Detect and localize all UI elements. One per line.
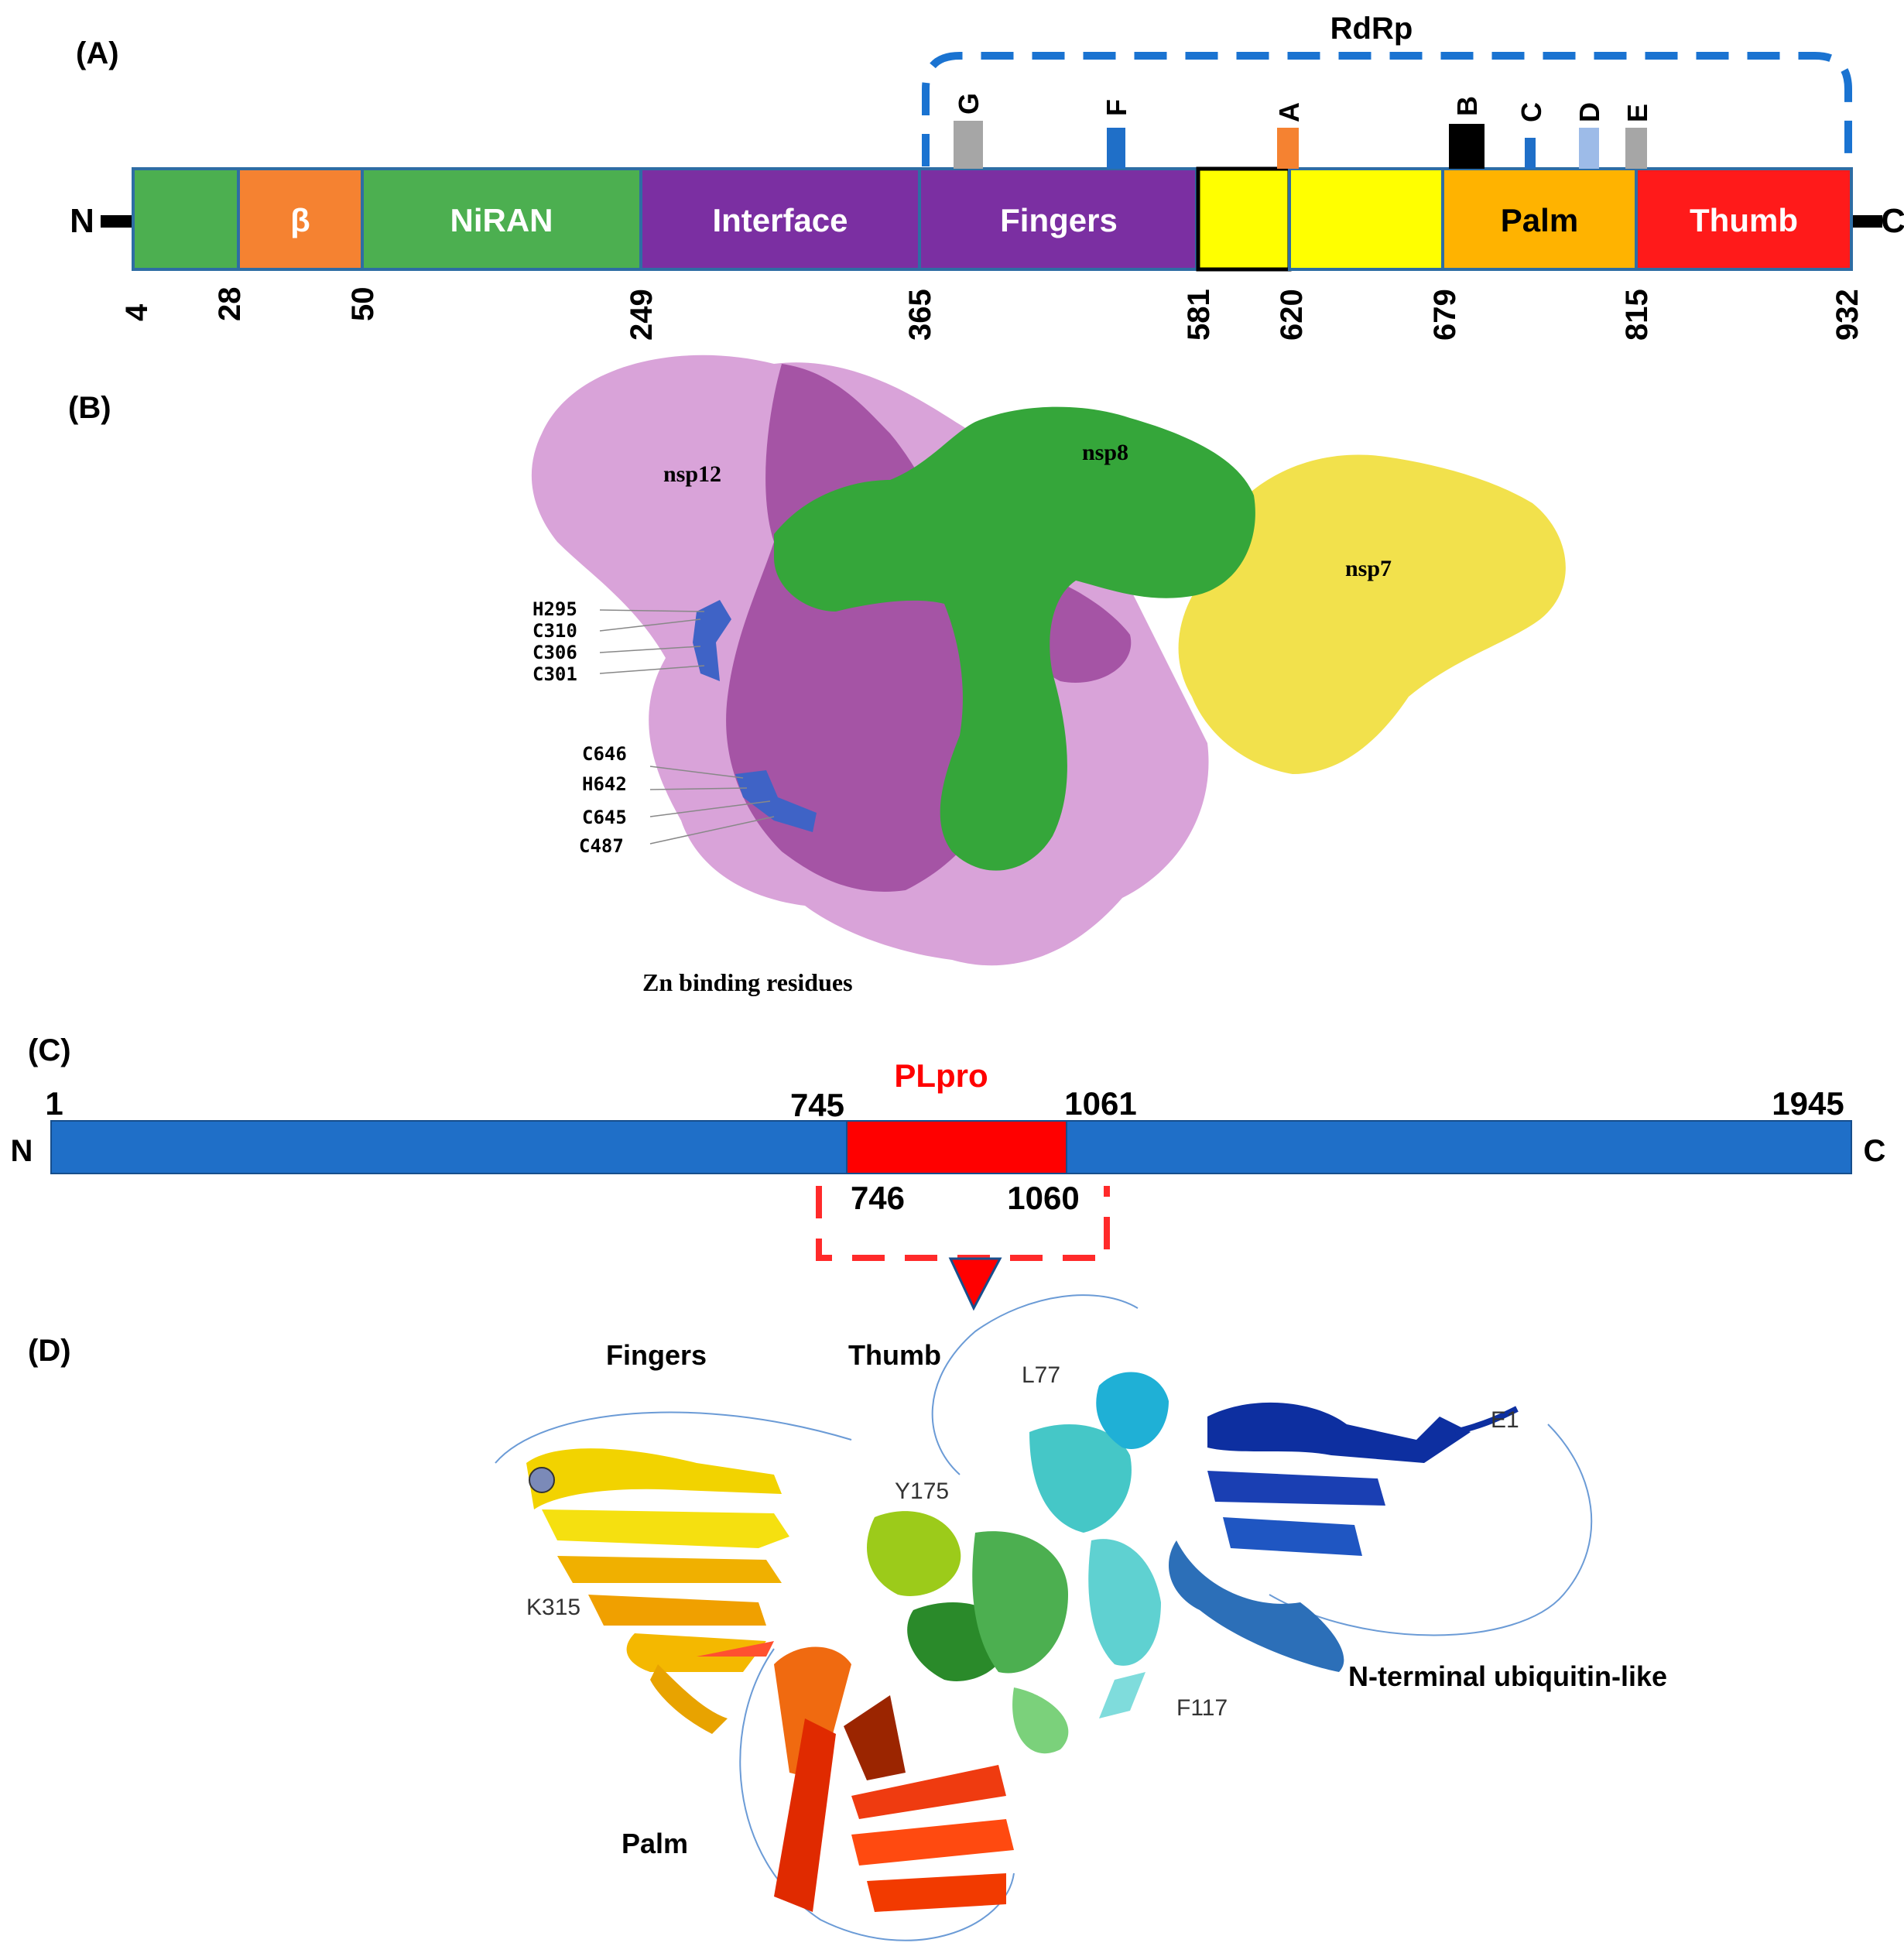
domain-segment-interface	[639, 167, 921, 271]
nsp7-label: nsp7	[1345, 556, 1392, 581]
zn-residue-label: H642	[582, 773, 627, 795]
residue-number-c-746: 746	[851, 1180, 905, 1216]
fingers-label: Fingers	[606, 1339, 707, 1371]
c-terminal-label-a: C	[1881, 202, 1904, 240]
motif-label-b: B	[1451, 96, 1483, 116]
c-terminal-stub	[1851, 215, 1882, 228]
motif-label-d: D	[1574, 102, 1605, 122]
residue-number-c-start: 1	[45, 1085, 63, 1122]
n-terminal-stub	[101, 215, 133, 228]
residue-label-d: L77	[1022, 1362, 1060, 1388]
domain-label-niran: NiRAN	[450, 202, 553, 238]
domain-bar	[132, 166, 1853, 272]
motif-label-g: G	[953, 93, 985, 115]
ubl-label: N-terminal ubiquitin-like	[1348, 1660, 1667, 1692]
residue-number-a: 620	[1275, 289, 1309, 341]
domain-segment-palm	[1441, 167, 1638, 271]
residue-number-c-1061: 1061	[1064, 1085, 1136, 1122]
motif-block-c	[1525, 138, 1536, 169]
domain-segment-yellow-1	[1196, 166, 1292, 272]
motif-label-c: C	[1515, 102, 1547, 122]
residue-number-a: 4	[120, 303, 154, 321]
domain-label-beta: β	[290, 202, 310, 238]
residue-number-a: 249	[625, 289, 659, 341]
panel-label-c: (C)	[28, 1033, 71, 1067]
zn-residue-label: C306	[533, 642, 577, 663]
zn-binding-label: Zn binding residues	[642, 968, 853, 996]
c-terminal-label-c: C	[1864, 1134, 1886, 1168]
zinc-ion	[529, 1467, 555, 1493]
plpro-domain	[846, 1120, 1067, 1174]
residue-number-c-end: 1945	[1772, 1085, 1844, 1122]
zn-residue-label: C301	[533, 663, 577, 685]
nsp12-label: nsp12	[663, 461, 721, 487]
motif-block-a	[1277, 128, 1299, 169]
zn-site-1	[693, 600, 731, 681]
zn-site-2	[735, 770, 817, 832]
plpro-ribbon-structure	[495, 1294, 1593, 1941]
residue-label-d: Y175	[895, 1478, 949, 1504]
motif-label-f: F	[1101, 99, 1132, 116]
nsp12-core	[726, 364, 1001, 892]
motif-block-f	[1107, 128, 1125, 169]
residue-label-d: E1	[1491, 1407, 1519, 1433]
domain-label-fingers: Fingers	[1000, 202, 1118, 238]
rdrp-bracket	[922, 52, 1852, 166]
residue-number-a: 365	[903, 289, 937, 341]
fingers-outline	[495, 1411, 852, 1464]
domain-label-interface: Interface	[712, 202, 848, 238]
residue-number-a: 815	[1620, 289, 1654, 341]
thumb-outline	[931, 1294, 1139, 1475]
motif-block-e	[1625, 128, 1647, 169]
motif-block-g	[954, 121, 983, 169]
nsp8-surface	[774, 406, 1255, 871]
n-terminal-label-a: N	[70, 202, 94, 240]
panel-label-d: (D)	[28, 1334, 71, 1368]
zn-residue-label: C645	[582, 807, 627, 828]
domain-segment-thumb	[1635, 167, 1853, 271]
zn-leader-lines	[599, 609, 775, 845]
domain-segment-n	[132, 167, 240, 271]
residue-number-c-745: 745	[790, 1087, 844, 1123]
motif-block-d	[1579, 128, 1599, 169]
domain-segment-yellow-2	[1288, 167, 1444, 271]
thumb-label: Thumb	[848, 1339, 941, 1371]
residue-label-d: K315	[526, 1595, 580, 1620]
panel-label-a: (A)	[76, 36, 119, 70]
protein-surface-image	[531, 355, 1566, 966]
zn-residue-label: C487	[579, 835, 624, 857]
domain-segment-beta	[237, 167, 364, 271]
residue-number-a: 28	[213, 287, 247, 322]
residue-number-c-1060: 1060	[1007, 1180, 1079, 1216]
nsp8-label: nsp8	[1082, 440, 1128, 465]
nsp7-surface	[1178, 454, 1566, 774]
residue-number-a: 50	[346, 287, 380, 322]
motif-block-b	[1449, 124, 1485, 169]
residue-number-a: 581	[1182, 289, 1216, 341]
rdrp-label: RdRp	[1330, 12, 1413, 46]
domain-segment-niran	[361, 167, 642, 271]
palm-outline	[739, 1648, 1015, 1941]
zn-residue-label: H295	[533, 598, 577, 620]
zn-residue-label: C646	[582, 743, 627, 765]
zn-residue-label: C310	[533, 620, 577, 642]
n-terminal-label-c: N	[11, 1134, 33, 1168]
residue-number-a: 932	[1830, 289, 1865, 341]
motif-label-a: A	[1273, 102, 1305, 122]
residue-number-a: 679	[1428, 289, 1462, 341]
plpro-label: PLpro	[894, 1057, 988, 1094]
ubl-outline	[1269, 1424, 1593, 1636]
domain-label-palm: Palm	[1501, 202, 1578, 238]
motif-label-e: E	[1621, 104, 1653, 122]
panel-label-b: (B)	[68, 391, 111, 425]
residue-label-d: F117	[1176, 1695, 1228, 1721]
palm-label: Palm	[622, 1828, 688, 1859]
domain-label-thumb: Thumb	[1690, 202, 1798, 238]
zoom-arrow	[948, 1257, 1002, 1311]
